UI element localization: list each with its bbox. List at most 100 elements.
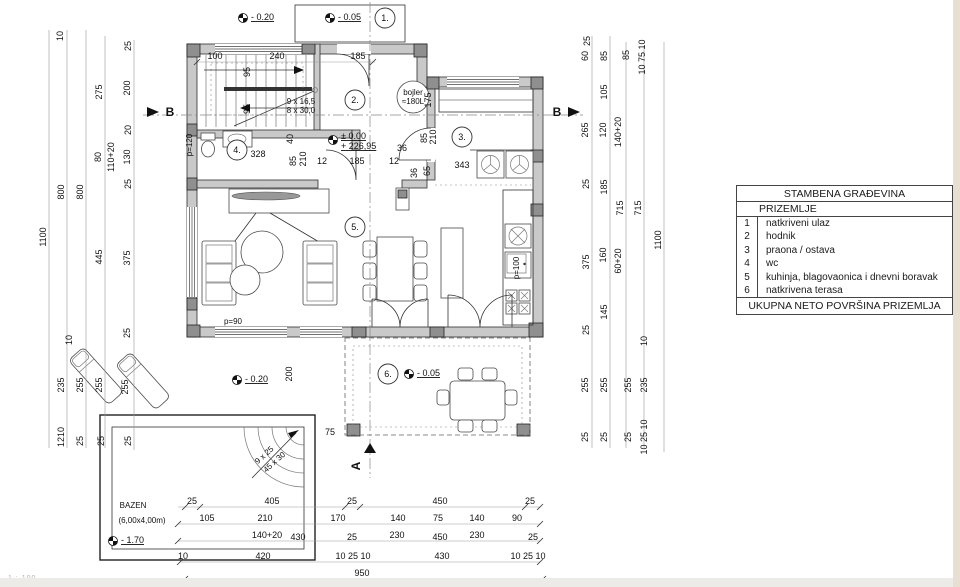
dimension-label: 430 bbox=[434, 551, 449, 561]
annotation-label: 8 x 30,0 bbox=[287, 106, 316, 115]
dimension-label: 85 bbox=[419, 133, 429, 143]
annotation-label: (6,00x4,00m) bbox=[118, 516, 165, 525]
legend-row-number: 4 bbox=[737, 257, 758, 271]
legend-title: STAMBENA GRAĐEVINA bbox=[737, 186, 952, 202]
dimension-label: 145 bbox=[599, 304, 609, 319]
dimension-label: 230 bbox=[469, 530, 484, 540]
legend-row-label: praona / ostava bbox=[766, 244, 835, 256]
chair-icon bbox=[362, 262, 377, 280]
oven-icon bbox=[504, 251, 532, 279]
dimension-label: 185 bbox=[599, 179, 609, 194]
elevation-absolute-value: + 226,95 bbox=[341, 141, 376, 151]
dimension-label: 210 bbox=[298, 151, 308, 166]
doors bbox=[325, 44, 513, 328]
room-number: 4. bbox=[233, 145, 241, 155]
dimension-label: 210 bbox=[428, 129, 438, 144]
dimension-label: 25 bbox=[75, 436, 85, 446]
chair-icon bbox=[504, 389, 518, 406]
dimension-label: 185 bbox=[350, 51, 365, 61]
utility-room bbox=[396, 80, 534, 186]
room-number-marker: 4. bbox=[226, 139, 248, 161]
lounger-icon bbox=[117, 353, 169, 409]
dimension-label: 25 bbox=[599, 432, 609, 442]
dimension-label: 25 bbox=[122, 328, 132, 338]
dimension-label: 36 bbox=[397, 143, 407, 153]
dimension-label: 255 bbox=[120, 379, 130, 394]
sofa-icon bbox=[201, 240, 237, 306]
dimension-label: 10 25 10 bbox=[510, 551, 545, 561]
room-number-marker: 2. bbox=[344, 89, 366, 111]
benchmark-icon bbox=[108, 536, 118, 546]
dimension-label: 10 bbox=[64, 335, 74, 345]
annotation-label: bojler bbox=[403, 88, 423, 97]
dimension-label: 105 bbox=[199, 513, 214, 523]
pool-steps-icon bbox=[243, 426, 305, 488]
chair-icon bbox=[481, 367, 498, 381]
dimension-label: 450 bbox=[432, 532, 447, 542]
dimension-label: 230 bbox=[389, 530, 404, 540]
dimension-label: 10 25 10 bbox=[639, 419, 649, 454]
dimension-label: 85 bbox=[288, 156, 298, 166]
dimension-label: 715 bbox=[633, 200, 643, 215]
legend-row-label: kuhinja, blagovaonica i dnevni boravak bbox=[766, 271, 938, 283]
dimension-label: 100 bbox=[207, 51, 222, 61]
dimension-label: 950 bbox=[354, 568, 369, 578]
dimension-label: 1100 bbox=[653, 230, 663, 249]
chair-icon bbox=[413, 262, 428, 280]
annotation-label: p=120 bbox=[185, 133, 194, 156]
dimension-label: 255 bbox=[599, 377, 609, 392]
dimension-label: 140 bbox=[469, 513, 484, 523]
dimension-label: 255 bbox=[94, 377, 104, 392]
benchmark-icon bbox=[404, 369, 414, 379]
dimension-label: 1210 bbox=[56, 427, 66, 447]
chair-icon bbox=[481, 419, 498, 433]
chair-icon bbox=[362, 284, 377, 302]
section-letter: A bbox=[349, 461, 363, 470]
entrance-door-icon bbox=[336, 53, 370, 87]
dimension-label: 25 bbox=[347, 496, 357, 506]
dimension-label: 10 bbox=[639, 336, 649, 346]
dimension-label: 170 bbox=[330, 513, 345, 523]
boiler-icon bbox=[396, 80, 430, 114]
annotation-label: 9 x 16,5 bbox=[287, 97, 316, 106]
sun-loungers bbox=[70, 348, 169, 409]
section-arrow-icon bbox=[147, 107, 159, 117]
legend-row: 4 wc bbox=[737, 257, 952, 271]
dimension-label: 420 bbox=[255, 551, 270, 561]
annotation-label: p=90 bbox=[224, 317, 243, 326]
pillars bbox=[186, 43, 544, 437]
dimension-lines bbox=[48, 30, 665, 583]
dimension-label: 185 bbox=[349, 156, 364, 166]
dimension-label: 255 bbox=[580, 377, 590, 392]
right-edge-strip bbox=[953, 0, 960, 587]
dimension-label: 375 bbox=[122, 250, 132, 265]
centerlines bbox=[143, 2, 583, 478]
dimension-label: 25 bbox=[187, 496, 197, 506]
annotation-label: ≈180L bbox=[402, 97, 425, 106]
benchmark-icon bbox=[328, 135, 338, 145]
zero-elevation-marker: ± 0.00 + 226,95 bbox=[328, 131, 376, 151]
wc-door-icon bbox=[325, 149, 357, 181]
dimension-label: 105 bbox=[599, 84, 609, 99]
legend-row: 3 praona / ostava bbox=[737, 243, 952, 258]
dimension-label: 200 bbox=[122, 80, 132, 95]
dimension-label: 120 bbox=[598, 122, 608, 137]
dimension-label: 110+20 bbox=[106, 142, 116, 172]
legend-rows: 1 natkriveni ulaz 2 hodnik 3 praona / os… bbox=[737, 217, 952, 298]
room-markers: 1. 2. 3. 4. 5. 6. bbox=[226, 7, 473, 385]
elevation-marker: - 0.20 bbox=[238, 12, 274, 23]
dimension-label: 265 bbox=[580, 122, 590, 137]
dimension-label: 715 bbox=[615, 200, 625, 215]
section-markers bbox=[147, 107, 580, 453]
dimension-label: 25 bbox=[581, 179, 591, 189]
legend-row-label: wc bbox=[766, 258, 779, 270]
dimension-label: 80 bbox=[93, 152, 103, 162]
elevation-marker: - 0.05 bbox=[404, 368, 440, 379]
stair-up-arrow-icon bbox=[294, 66, 304, 74]
toilet-icon bbox=[200, 132, 216, 141]
legend-row-number: 5 bbox=[737, 270, 758, 285]
dimension-label: 25 bbox=[528, 532, 538, 542]
